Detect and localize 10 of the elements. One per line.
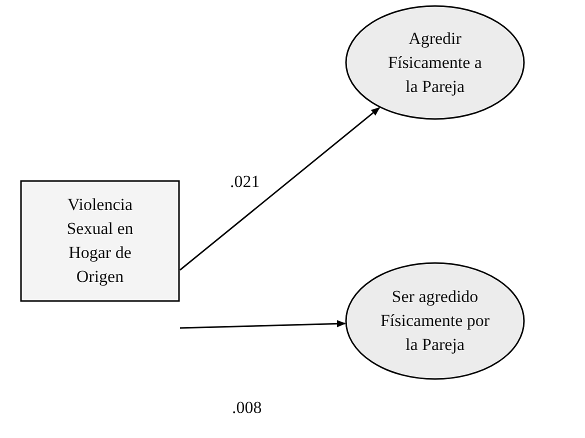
process-box [20,180,180,302]
ellipse-node [345,5,525,120]
node-label: Ser agredido Físicamente por la Pareja [379,286,491,356]
arrow [180,107,380,271]
edge-label: .008 [232,398,262,418]
node-label: Violencia Sexual en Hogar de Origen [66,194,134,288]
ellipse-node [345,262,525,380]
edge-label: .021 [230,172,260,192]
node-label: Agredir Físicamente a la Pareja [387,28,483,98]
arrow [180,320,346,329]
